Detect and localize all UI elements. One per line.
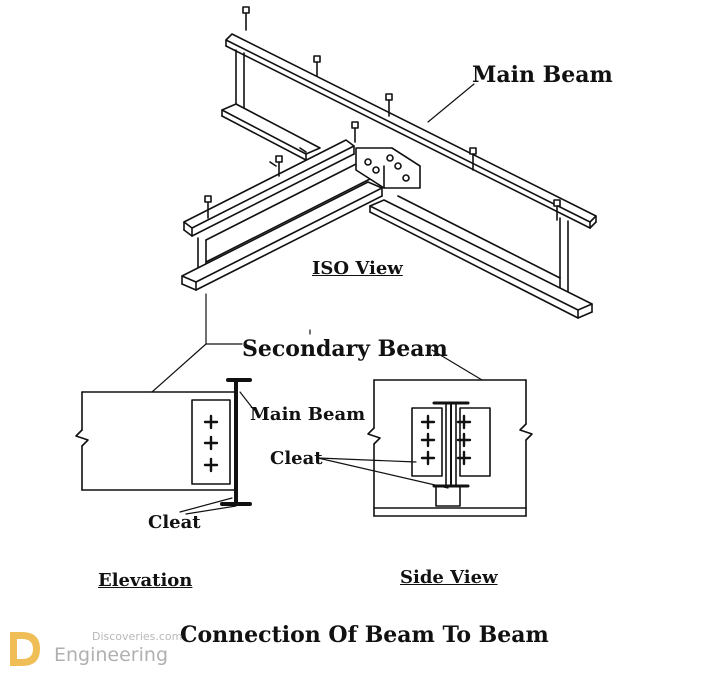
- iso-main-beam: [221, 33, 597, 319]
- iso-cleat: [355, 147, 421, 189]
- elevation-detail: [75, 378, 255, 515]
- iso-secondary-beam: [181, 139, 383, 291]
- watermark-line1: Discoveries.com: [92, 630, 183, 643]
- watermark-logo: Discoveries.com Engineering: [8, 626, 183, 670]
- leader-lines-iso: [151, 83, 483, 393]
- iso-bolts: [204, 6, 561, 221]
- main-beam-iso-label: Main Beam: [472, 62, 613, 88]
- cleat-side-label: Cleat: [270, 448, 323, 469]
- elevation-label: Elevation: [98, 570, 193, 591]
- watermark-line2: Engineering: [54, 644, 168, 666]
- iso-view-label: ISO View: [312, 258, 403, 279]
- diagram-title: Connection Of Beam To Beam: [180, 622, 549, 648]
- secondary-beam-label: Secondary Beam: [242, 336, 448, 362]
- side-view-label: Side View: [400, 567, 498, 588]
- main-beam-detail-label: Main Beam: [250, 404, 366, 425]
- side-view-detail: [317, 379, 533, 517]
- cleat-elevation-label: Cleat: [148, 512, 201, 533]
- engineering-d-logo-icon: [10, 632, 40, 666]
